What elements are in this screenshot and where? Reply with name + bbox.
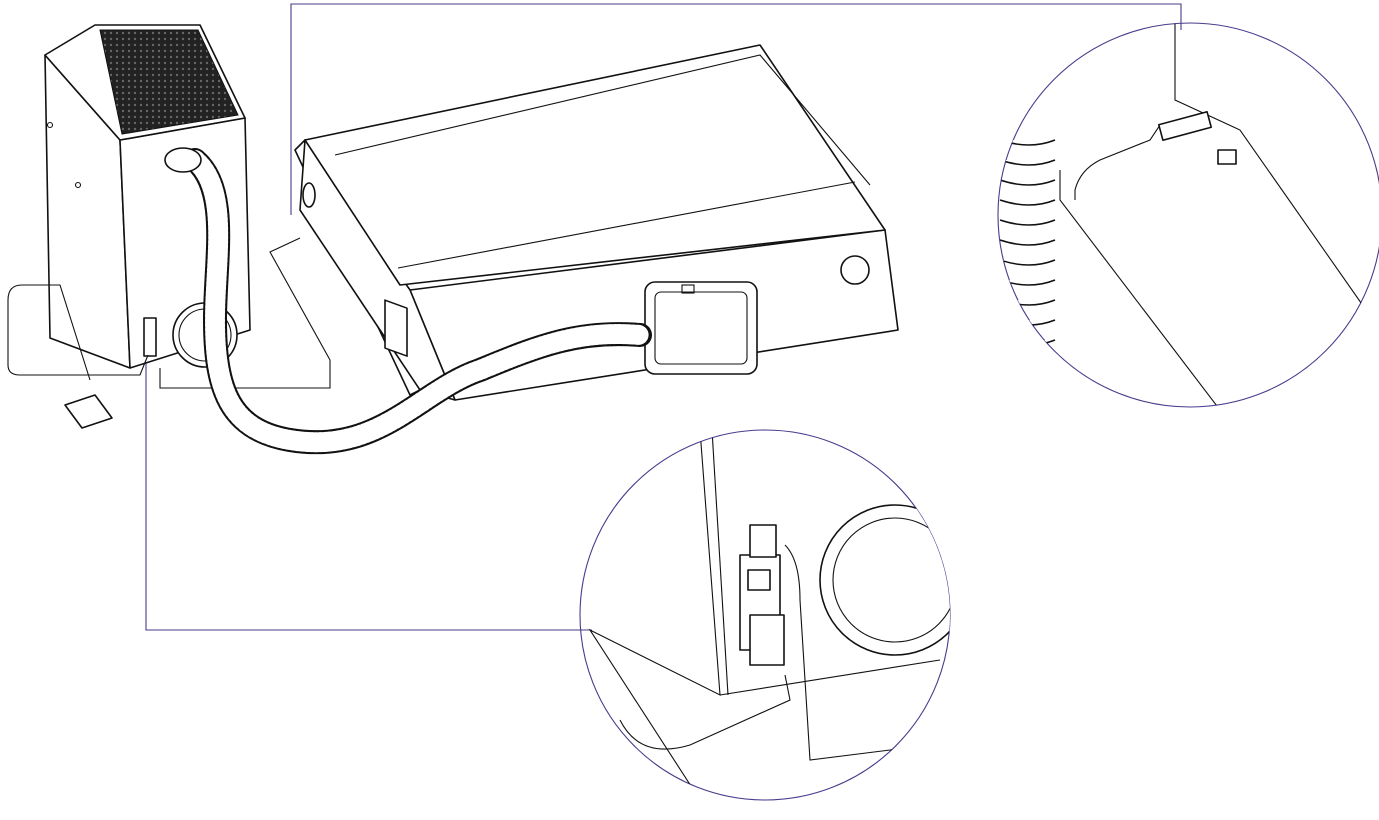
callout-line-power [145, 350, 592, 631]
exhaust-hose-icon [164, 147, 652, 455]
fume-extractor-icon [7, 24, 331, 429]
laser-machine-icon [294, 44, 899, 401]
callout-line-usb [290, 3, 1182, 215]
power-switch-detail-icon [579, 429, 951, 801]
usb-connection-detail-icon [997, 22, 1379, 408]
